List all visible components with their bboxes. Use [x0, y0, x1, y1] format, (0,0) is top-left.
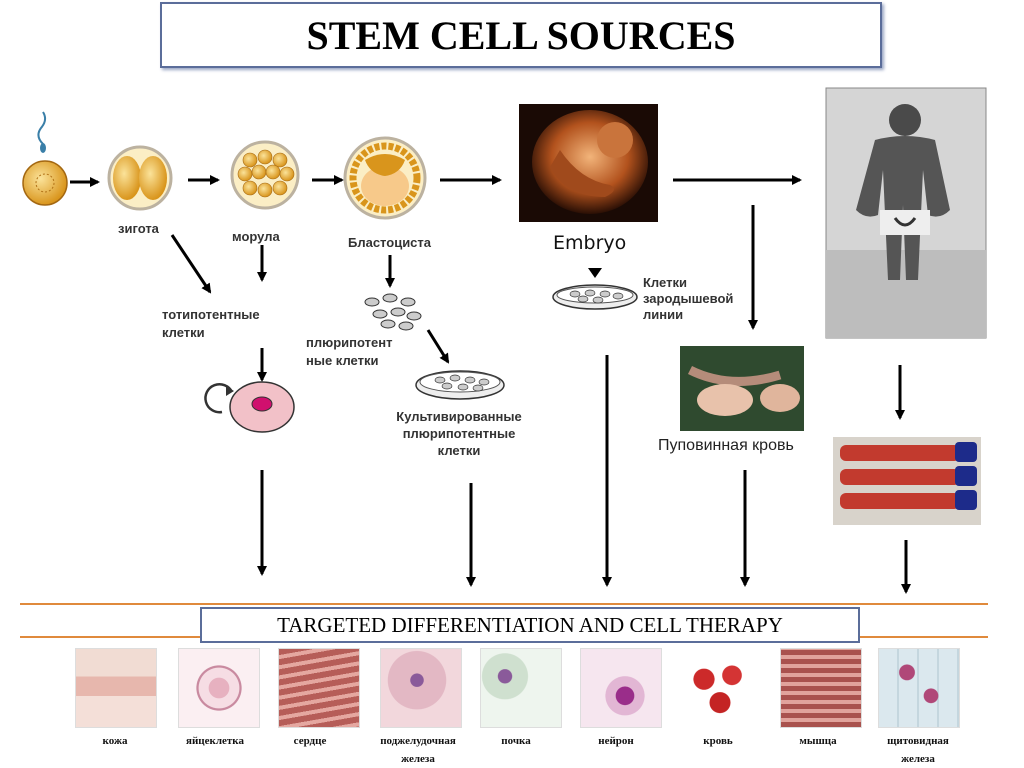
totipotent-cell-icon [204, 381, 295, 433]
arrow-embryo-germline [588, 268, 602, 278]
tissue-label-kidney: почка [466, 732, 566, 750]
tissue-label-line1: яйцеклетка [186, 735, 244, 747]
tissue-label-line1: сердце [293, 735, 327, 747]
tissue-label-line1: нейрон [598, 735, 634, 747]
cultured-label-line3: клетки [437, 443, 481, 458]
tissue-label-egg: яйцеклетка [165, 732, 265, 750]
cultured-label-line1: Культивированные [396, 409, 522, 424]
thyroid-tile [878, 648, 960, 728]
germline-label-line2: зародышевой [643, 291, 734, 306]
tissue-label-line2: железа [901, 753, 935, 765]
tissue-label-line1: кровь [703, 735, 733, 747]
morula-label: морула [232, 229, 280, 244]
tissue-label-line1: кожа [102, 735, 128, 747]
tissue-label-blood: кровь [668, 732, 768, 750]
pancreas-tile [380, 648, 462, 728]
zygote-label: зигота [118, 221, 159, 236]
tissue-label-line1: почка [501, 735, 531, 747]
therapy-banner-text: TARGETED DIFFERENTIATION AND CELL THERAP… [277, 612, 783, 637]
embryo-image [519, 104, 658, 222]
tissue-label-line2: железа [401, 753, 435, 765]
pluripotent-label-line1: плюрипотент [306, 335, 393, 350]
tissue-label-muscle: мышца [768, 732, 868, 750]
tissue-label-pancreas: поджелудочная железа [368, 732, 468, 768]
kidney-tile [480, 648, 562, 728]
tissue-label-neuron: нейрон [566, 732, 666, 750]
morula-icon [230, 140, 300, 210]
pluripotent-label-line2: ные клетки [306, 353, 379, 368]
cord-blood-label: Пуповинная кровь [658, 437, 794, 454]
pluripotent-cells-icon [364, 293, 422, 331]
blood-tile [680, 648, 760, 726]
germline-label-line1: Клетки [643, 275, 687, 290]
therapy-banner: TARGETED DIFFERENTIATION AND CELL THERAP… [200, 607, 860, 643]
tissue-label-skin: кожа [65, 732, 165, 750]
heart-tile [278, 648, 360, 728]
tissue-label-line1: поджелудочная [380, 735, 456, 747]
tissue-label-line1: щитовидная [887, 735, 949, 747]
neuron-tile [580, 648, 662, 728]
zygote-icon [107, 145, 173, 211]
muscle-tile [780, 648, 862, 728]
embryo-label: Embryo [553, 232, 627, 254]
title-box: STEM CELL SOURCES [160, 2, 882, 68]
divider-top [20, 603, 988, 605]
adult-man-image [825, 87, 987, 339]
blood-tubes-image [833, 437, 981, 525]
cultured-label-line2: плюрипотентные [402, 426, 516, 441]
totipotent-label-line2: клетки [162, 325, 205, 340]
germline-dish-icon [552, 284, 638, 310]
blastocyst-icon [343, 136, 427, 220]
arrow-pluripotent-culture [426, 329, 450, 364]
skin-tile [75, 648, 157, 728]
arrow-zygote-totipotent [170, 234, 212, 294]
germline-label-line3: линии [643, 307, 684, 322]
tissue-label-thyroid: щитовидная железа [868, 732, 968, 768]
page-title: STEM CELL SOURCES [306, 12, 736, 58]
sperm-icon [37, 111, 47, 153]
egg-icon [22, 160, 68, 206]
totipotent-label-line1: тотипотентные [162, 307, 260, 322]
petri-dish-icon [415, 370, 505, 400]
blastocyst-label: Бластоциста [348, 235, 432, 250]
cord-blood-image [680, 346, 804, 431]
egg-cell-tile [178, 648, 260, 728]
tissue-label-heart: сердце [260, 732, 360, 750]
tissue-label-line1: мышца [799, 735, 837, 747]
